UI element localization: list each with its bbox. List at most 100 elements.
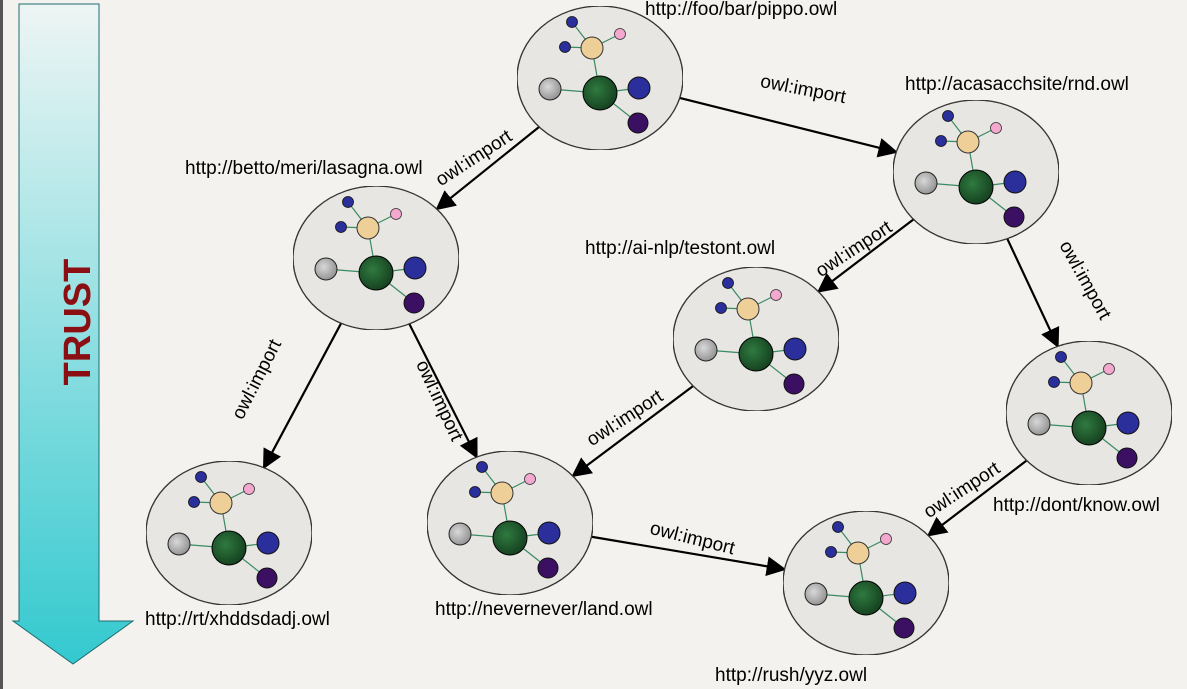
import-label: owl:import: [228, 336, 286, 423]
purple-node: [1116, 447, 1138, 469]
gray-node: [1027, 412, 1051, 436]
import-label: owl:import: [1055, 237, 1116, 324]
class-node: [846, 541, 870, 565]
blue-node: [1003, 170, 1027, 194]
import-edge-rnd-know: owl:import: [1006, 237, 1116, 349]
gray-node: [538, 77, 562, 101]
small-blue-node: [722, 277, 734, 289]
import-edge-lasagna-land: owl:import: [408, 323, 478, 459]
import-arrow: [591, 535, 787, 577]
pink-node: [990, 122, 1002, 134]
import-arrow: [408, 323, 478, 459]
blue-node: [627, 76, 651, 100]
import-edge-rnd-testont: owl:import: [812, 217, 915, 293]
ontology-node-lasagna[interactable]: [292, 185, 460, 331]
purple-node: [403, 292, 425, 314]
import-edge-pippo-lasagna: owl:import: [432, 126, 540, 211]
purple-node: [256, 567, 278, 589]
window-edge: [0, 0, 3, 689]
blue-node: [1116, 411, 1140, 435]
small-blue-node: [1055, 351, 1067, 363]
gray-node: [167, 532, 191, 556]
small-blue-node: [715, 302, 727, 314]
nodes-layer: http://foo/bar/pippo.owl http://acasacchs…: [145, 0, 1173, 686]
pink-node: [390, 208, 402, 220]
small-blue-node: [469, 486, 481, 498]
import-arrow: [435, 126, 540, 211]
ontology-url: http://rt/xhddsdadj.owl: [145, 609, 330, 630]
purple-node: [627, 112, 649, 134]
blue-node: [537, 521, 561, 545]
class-node: [356, 216, 380, 240]
small-blue-node: [188, 496, 200, 508]
pink-node: [243, 483, 255, 495]
purple-node: [783, 373, 805, 395]
small-blue-node: [476, 461, 488, 473]
ontology-node-pippo[interactable]: [516, 5, 684, 151]
ontology-node-xhdd[interactable]: [145, 460, 313, 606]
hub-node: [492, 520, 528, 556]
ontology-url: http://dont/know.owl: [993, 495, 1160, 516]
import-label: owl:import: [812, 217, 897, 282]
import-label: owl:import: [411, 357, 467, 445]
import-label: owl:import: [920, 458, 1005, 523]
hub-node: [848, 580, 884, 616]
class-node: [580, 36, 604, 60]
import-edge-testont-land: owl:import: [571, 385, 694, 478]
import-arrow: [926, 459, 1028, 537]
class-node: [956, 130, 980, 154]
hub-node: [211, 530, 247, 566]
small-blue-node: [566, 16, 578, 28]
ontology-node-yyz[interactable]: [782, 510, 950, 656]
blue-node: [403, 256, 427, 280]
hub-node: [358, 255, 394, 291]
import-edge-land-yyz: owl:import: [591, 518, 787, 577]
import-label: owl:import: [583, 386, 668, 451]
pink-node: [1103, 363, 1115, 375]
gray-node: [804, 582, 828, 606]
hub-node: [1071, 410, 1107, 446]
gray-node: [694, 338, 718, 362]
import-arrow: [571, 385, 694, 478]
small-blue-node: [559, 41, 571, 53]
small-blue-node: [1048, 376, 1060, 388]
gray-node: [914, 171, 938, 195]
purple-node: [893, 617, 915, 639]
import-edge-lasagna-xhdd: owl:import: [228, 322, 343, 470]
pink-node: [524, 473, 536, 485]
import-edge-pippo-rnd: owl:import: [679, 71, 899, 158]
import-arrow: [816, 218, 915, 293]
ontology-url: http://rush/yyz.owl: [715, 665, 867, 686]
small-blue-node: [342, 196, 354, 208]
small-blue-node: [195, 471, 207, 483]
trust-arrow: TRUST: [11, 3, 135, 665]
pink-node: [614, 28, 626, 40]
small-blue-node: [935, 135, 947, 147]
pink-node: [770, 289, 782, 301]
ontology-node-testont[interactable]: [672, 266, 840, 412]
hub-node: [582, 75, 618, 111]
blue-node: [893, 581, 917, 605]
ontology-url: http://betto/meri/lasagna.owl: [185, 158, 423, 179]
import-arrow: [262, 322, 343, 470]
small-blue-node: [335, 221, 347, 233]
ontology-url: http://foo/bar/pippo.owl: [645, 0, 837, 20]
ontology-node-know[interactable]: [1005, 340, 1173, 486]
class-node: [736, 297, 760, 321]
blue-node: [783, 337, 807, 361]
ontology-node-rnd[interactable]: [892, 99, 1060, 245]
purple-node: [537, 557, 559, 579]
small-blue-node: [942, 110, 954, 122]
pink-node: [880, 533, 892, 545]
ontology-node-land[interactable]: [426, 450, 594, 596]
gray-node: [314, 257, 338, 281]
import-arrow: [679, 96, 899, 158]
ontology-url: http://acasacchsite/rnd.owl: [905, 74, 1129, 95]
small-blue-node: [825, 546, 837, 558]
hub-node: [958, 169, 994, 205]
hub-node: [738, 336, 774, 372]
class-node: [490, 481, 514, 505]
import-label: owl:import: [432, 126, 517, 191]
